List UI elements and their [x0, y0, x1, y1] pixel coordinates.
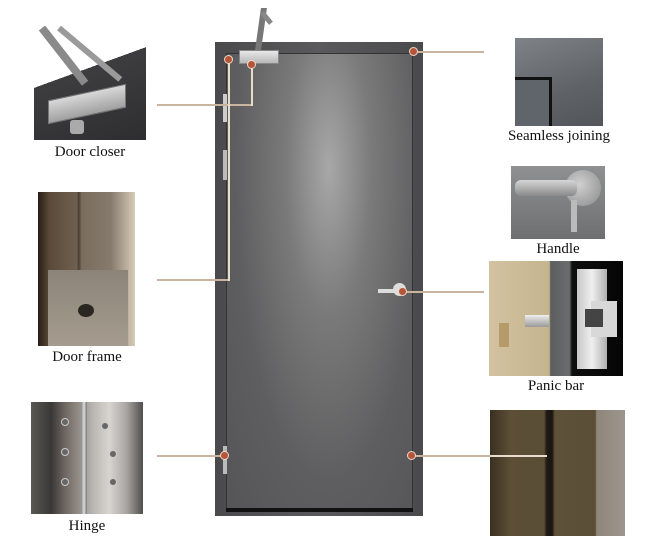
- caption-seamless-joining: Seamless joining: [507, 128, 611, 144]
- flush-bolt-upper: [223, 94, 227, 122]
- photo-door-closer: [34, 26, 146, 140]
- callout-dot-hinge: [220, 451, 229, 460]
- photo-panic-bar: [489, 261, 623, 376]
- door-handle-lever: [378, 289, 398, 293]
- door-leaf: [226, 53, 413, 511]
- leader-line-hinge: [157, 455, 225, 457]
- leader-line-door-closer: [157, 104, 253, 106]
- leader-line-door-frame: [157, 279, 230, 281]
- callout-dot-frame-gap: [407, 451, 416, 460]
- photo-seamless-joining: [515, 38, 603, 126]
- callout-dot-handle: [398, 287, 407, 296]
- callout-dot-seamless-joining: [409, 47, 418, 56]
- caption-door-closer: Door closer: [54, 144, 126, 160]
- door-hinge: [223, 446, 227, 474]
- leader-line-seamless-joining: [414, 51, 484, 53]
- caption-panic-bar: Panic bar: [527, 378, 585, 394]
- callout-dot-door-closer: [247, 60, 256, 69]
- leader-line-frame-gap-overlay: [490, 455, 547, 457]
- caption-door-frame: Door frame: [52, 349, 122, 365]
- caption-hinge: Hinge: [68, 518, 106, 534]
- leader-line-handle: [402, 291, 484, 293]
- callout-dot-door-frame: [224, 55, 233, 64]
- door-closer-body: [239, 50, 279, 64]
- leader-line-door-closer-vertical: [251, 64, 253, 106]
- door-bottom-gap: [226, 508, 413, 512]
- leader-line-frame-gap: [414, 455, 547, 457]
- photo-frame-gap: [490, 410, 625, 536]
- leader-line-door-frame-vertical: [228, 62, 230, 281]
- flush-bolt-lower: [223, 150, 227, 180]
- caption-handle: Handle: [536, 241, 580, 257]
- photo-handle: [511, 166, 605, 239]
- photo-door-frame: [38, 192, 135, 346]
- photo-hinge: [31, 402, 143, 514]
